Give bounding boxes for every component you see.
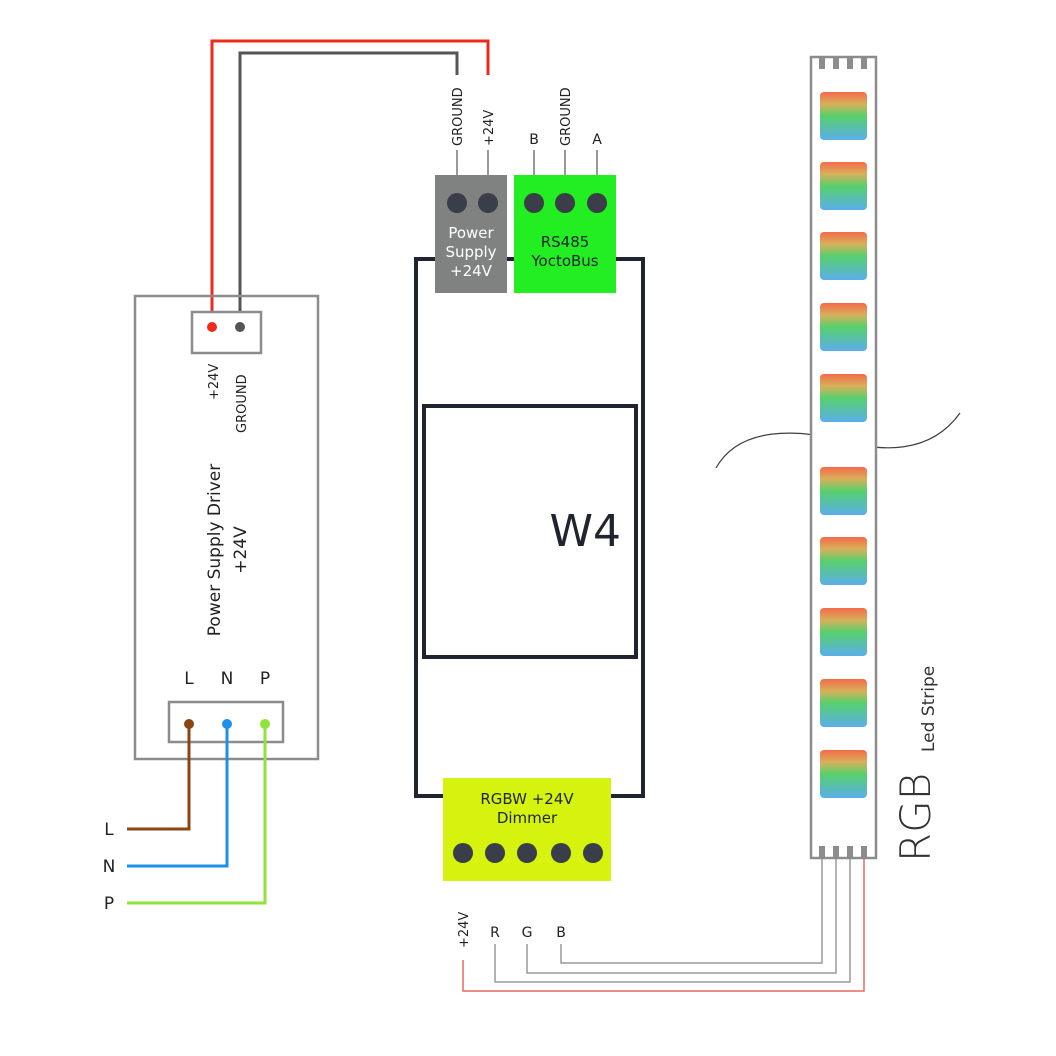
w4-power-pin-ground-label: GROUND xyxy=(451,87,466,146)
strip-label-big: RGB xyxy=(891,773,940,862)
signal-wire-b xyxy=(560,858,823,964)
psu-in-p-dot xyxy=(260,719,270,729)
psu-out-24v-label: +24V xyxy=(207,364,222,400)
psu-output-terminal xyxy=(190,310,263,355)
w4-rs485-pin-a-label: A xyxy=(592,132,602,148)
w4-dimmer-pin-g-label: G xyxy=(522,925,533,941)
psu-in-l-label: L xyxy=(184,669,194,689)
strip-top-pin-2 xyxy=(847,58,853,69)
power-supply-driver: +24V GROUND Power Supply Driver +24V L N… xyxy=(133,294,320,761)
strip-bottom-pin-0 xyxy=(819,846,825,857)
strip-bottom-pin-2 xyxy=(847,846,853,857)
mains-wires: L N P xyxy=(103,719,270,914)
led-1 xyxy=(820,92,867,140)
psu-out-ground-dot xyxy=(235,322,245,332)
led-9 xyxy=(820,679,867,727)
w4-rs485-label-2: YoctoBus xyxy=(530,252,598,270)
led-6 xyxy=(820,467,867,515)
w4-rs485-pin-b-label: B xyxy=(529,132,539,148)
w4-power-label-2: Supply xyxy=(445,243,496,261)
w4-dimmer-pin-b-label: B xyxy=(556,925,566,941)
w4-dimmer-label-1: RGBW +24V xyxy=(480,790,574,808)
w4-power-label-3: +24V xyxy=(450,262,493,280)
strip-label-small: Led Stripe xyxy=(919,666,939,752)
w4-rs485-pin-ground xyxy=(555,193,575,213)
w4-dimmer-block xyxy=(443,778,611,881)
strip-top-pin-1 xyxy=(833,58,839,69)
psu-frame xyxy=(133,294,320,761)
strip-bottom-pins xyxy=(819,846,867,857)
mains-n-label: N xyxy=(103,857,116,877)
led-8 xyxy=(820,608,867,656)
w4-dimmer-pin-24v xyxy=(453,843,473,863)
signal-wire-24v xyxy=(462,858,865,992)
w4-rs485-pin-b xyxy=(524,193,544,213)
wire-p xyxy=(127,724,267,905)
led-2 xyxy=(820,162,867,210)
mains-p-label: P xyxy=(104,894,114,914)
w4-power-pin-24v xyxy=(478,193,498,213)
psu-to-w4-wires xyxy=(210,39,490,327)
psu-out-ground-label: GROUND xyxy=(235,374,250,433)
signal-wire-r xyxy=(494,858,851,983)
led-5 xyxy=(820,374,867,422)
wire-24v-psu-w4 xyxy=(210,39,490,327)
strip-top-pin-0 xyxy=(819,58,825,69)
psu-out-24v-dot xyxy=(207,322,217,332)
w4-dimmer-pin-b xyxy=(551,843,571,863)
w4-rs485-pin-ground-label: GROUND xyxy=(559,87,574,146)
psu-in-l-dot xyxy=(184,719,194,729)
w4-dimmer-pin-w xyxy=(583,843,603,863)
led-7 xyxy=(820,537,867,585)
w4-power-block xyxy=(435,175,507,293)
w4-power-pin-ground xyxy=(447,193,467,213)
w4-dimmer-pin-r xyxy=(485,843,505,863)
w4-inner-panel xyxy=(422,404,638,659)
psu-in-n-label: N xyxy=(221,669,234,689)
w4-dimmer-pin-r-label: R xyxy=(490,925,500,941)
psu-in-p-label: P xyxy=(260,669,270,689)
dimmer-to-strip-wires xyxy=(462,858,865,992)
psu-in-n-dot xyxy=(222,719,232,729)
w4-power-label-1: Power xyxy=(448,224,494,242)
led-strip: RGB Led Stripe xyxy=(809,55,940,862)
strip-leds xyxy=(820,92,867,798)
w4-name: W4 xyxy=(550,506,622,557)
w4-module: W4 Power Supply +24V GROUND +24V RS485 Y… xyxy=(414,87,645,948)
w4-dimmer-pin-g xyxy=(517,843,537,863)
psu-title-line1: Power Supply Driver xyxy=(205,464,225,636)
w4-dimmer-label-2: Dimmer xyxy=(497,809,558,827)
strip-top-pin-3 xyxy=(861,58,867,69)
led-10 xyxy=(820,750,867,798)
psu-title-line2: +24V xyxy=(231,526,251,574)
strip-bottom-pin-3 xyxy=(861,846,867,857)
led-3 xyxy=(820,232,867,280)
strip-top-pins xyxy=(819,58,867,69)
strip-bottom-pin-1 xyxy=(833,846,839,857)
mains-l-label: L xyxy=(104,820,114,840)
led-4 xyxy=(820,303,867,351)
wire-ground-psu-w4 xyxy=(238,51,459,327)
wire-n xyxy=(127,724,229,868)
signal-wire-g xyxy=(526,858,837,974)
wire-l xyxy=(127,724,191,831)
w4-rs485-label-1: RS485 xyxy=(541,233,590,251)
w4-power-pin-24v-label: +24V xyxy=(482,110,497,146)
w4-dimmer-pin-24v-label: +24V xyxy=(457,912,472,948)
w4-rs485-pin-a xyxy=(587,193,607,213)
